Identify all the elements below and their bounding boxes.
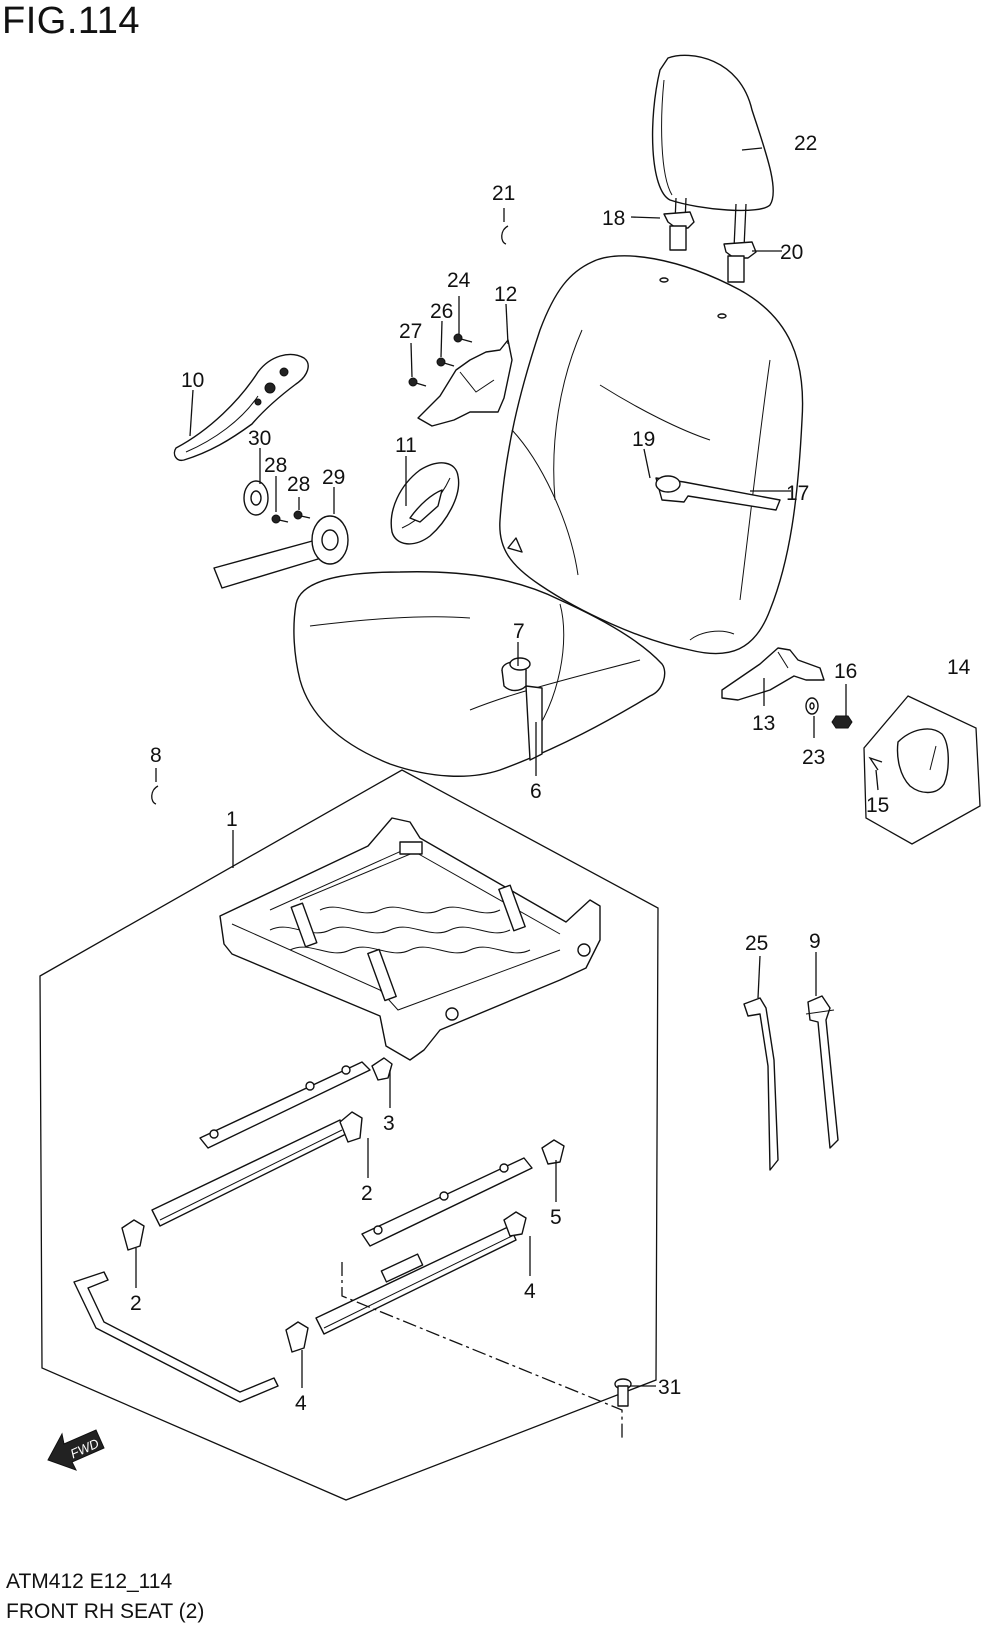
diagram-code: ATM412 E12_114 — [6, 1570, 173, 1593]
callout-19: 19 — [632, 428, 655, 451]
clip-5[interactable] — [541, 1139, 565, 1165]
callout-13: 13 — [752, 712, 775, 735]
callout-31: 31 — [658, 1376, 681, 1399]
callout-15: 15 — [866, 794, 889, 817]
callout-2a: 2 — [361, 1182, 373, 1205]
callout-6: 6 — [530, 780, 542, 803]
callout-8: 8 — [150, 744, 162, 767]
callout-1: 1 — [226, 808, 238, 831]
rail-upper-outer[interactable] — [361, 1157, 533, 1247]
clip-2a[interactable] — [339, 1111, 363, 1143]
callout-4a: 4 — [524, 1280, 536, 1303]
callout-14: 14 — [947, 656, 971, 679]
callout-26: 26 — [430, 300, 453, 323]
rail-lower-outer[interactable] — [315, 1225, 517, 1335]
callout-11: 11 — [395, 434, 417, 457]
callout-labels: 22 18 20 21 24 12 26 27 10 19 17 30 11 2… — [130, 132, 971, 1415]
callout-17: 17 — [786, 482, 809, 505]
clip-4a[interactable] — [503, 1211, 527, 1237]
bolt-16[interactable] — [831, 715, 853, 729]
callout-29: 29 — [322, 466, 345, 489]
callout-23: 23 — [802, 746, 825, 769]
callout-24: 24 — [447, 269, 471, 292]
callout-28b: 28 — [287, 473, 310, 496]
seat-frame-1-part[interactable] — [219, 817, 601, 1061]
cover-12-part[interactable] — [417, 339, 513, 427]
screw-26[interactable] — [436, 357, 455, 367]
adjuster-bar[interactable] — [73, 1271, 279, 1403]
screw-24[interactable] — [453, 333, 473, 343]
callout-18: 18 — [602, 207, 625, 230]
seat-cushion-part[interactable] — [293, 571, 666, 777]
callout-30: 30 — [248, 427, 271, 450]
lever-10-part[interactable] — [173, 353, 309, 462]
callout-10: 10 — [181, 369, 204, 392]
callout-3: 3 — [383, 1112, 395, 1135]
callout-4b: 4 — [295, 1392, 307, 1415]
screw-28a[interactable] — [271, 514, 289, 524]
headrest-guide-18[interactable] — [663, 211, 695, 251]
callout-21: 21 — [492, 182, 515, 205]
callout-27: 27 — [399, 320, 422, 343]
clip-8[interactable] — [151, 785, 159, 805]
callout-9: 9 — [809, 930, 821, 953]
guide-19[interactable] — [655, 475, 781, 511]
callout-22: 22 — [794, 132, 817, 155]
screw-27[interactable] — [408, 377, 427, 387]
clip-2b[interactable] — [121, 1219, 145, 1251]
cover-13-part[interactable] — [721, 647, 825, 701]
clip-4b[interactable] — [285, 1321, 309, 1353]
clip-21[interactable] — [501, 225, 509, 245]
screw-28b[interactable] — [293, 510, 311, 520]
fwd-arrow-icon: FWD — [47, 1429, 105, 1471]
washer-23[interactable] — [805, 697, 819, 715]
leader-lines — [135, 147, 879, 1388]
callout-20: 20 — [780, 241, 803, 264]
rail-lower-inner[interactable] — [151, 1119, 347, 1227]
callout-25: 25 — [745, 932, 768, 955]
rail-upper-inner[interactable] — [199, 1061, 371, 1149]
detail-box-14[interactable] — [863, 695, 981, 845]
callout-5: 5 — [550, 1206, 562, 1229]
knob-11-part[interactable] — [390, 462, 460, 545]
callout-28a: 28 — [264, 454, 287, 477]
bolt-31[interactable] — [614, 1378, 632, 1407]
headrest-guide-20[interactable] — [723, 241, 757, 283]
diagram-caption: FRONT RH SEAT (2) — [6, 1600, 205, 1623]
seat-back-part[interactable] — [499, 255, 804, 655]
callout-7: 7 — [513, 620, 525, 643]
figure-title: FIG.114 — [2, 0, 140, 42]
frame-assembly-outline — [39, 769, 659, 1501]
clip-3[interactable] — [371, 1057, 393, 1081]
fwd-label: FWD — [68, 1436, 101, 1462]
washer-30[interactable] — [243, 480, 269, 516]
callout-2b: 2 — [130, 1292, 142, 1315]
callout-12: 12 — [494, 283, 517, 306]
cable-tie-9[interactable] — [805, 995, 839, 1149]
cover-29-part[interactable] — [213, 515, 349, 589]
callout-16: 16 — [834, 660, 857, 683]
cable-tie-25[interactable] — [743, 997, 779, 1171]
headrest-part[interactable] — [651, 54, 774, 249]
bolt-31-leader — [341, 1262, 623, 1440]
